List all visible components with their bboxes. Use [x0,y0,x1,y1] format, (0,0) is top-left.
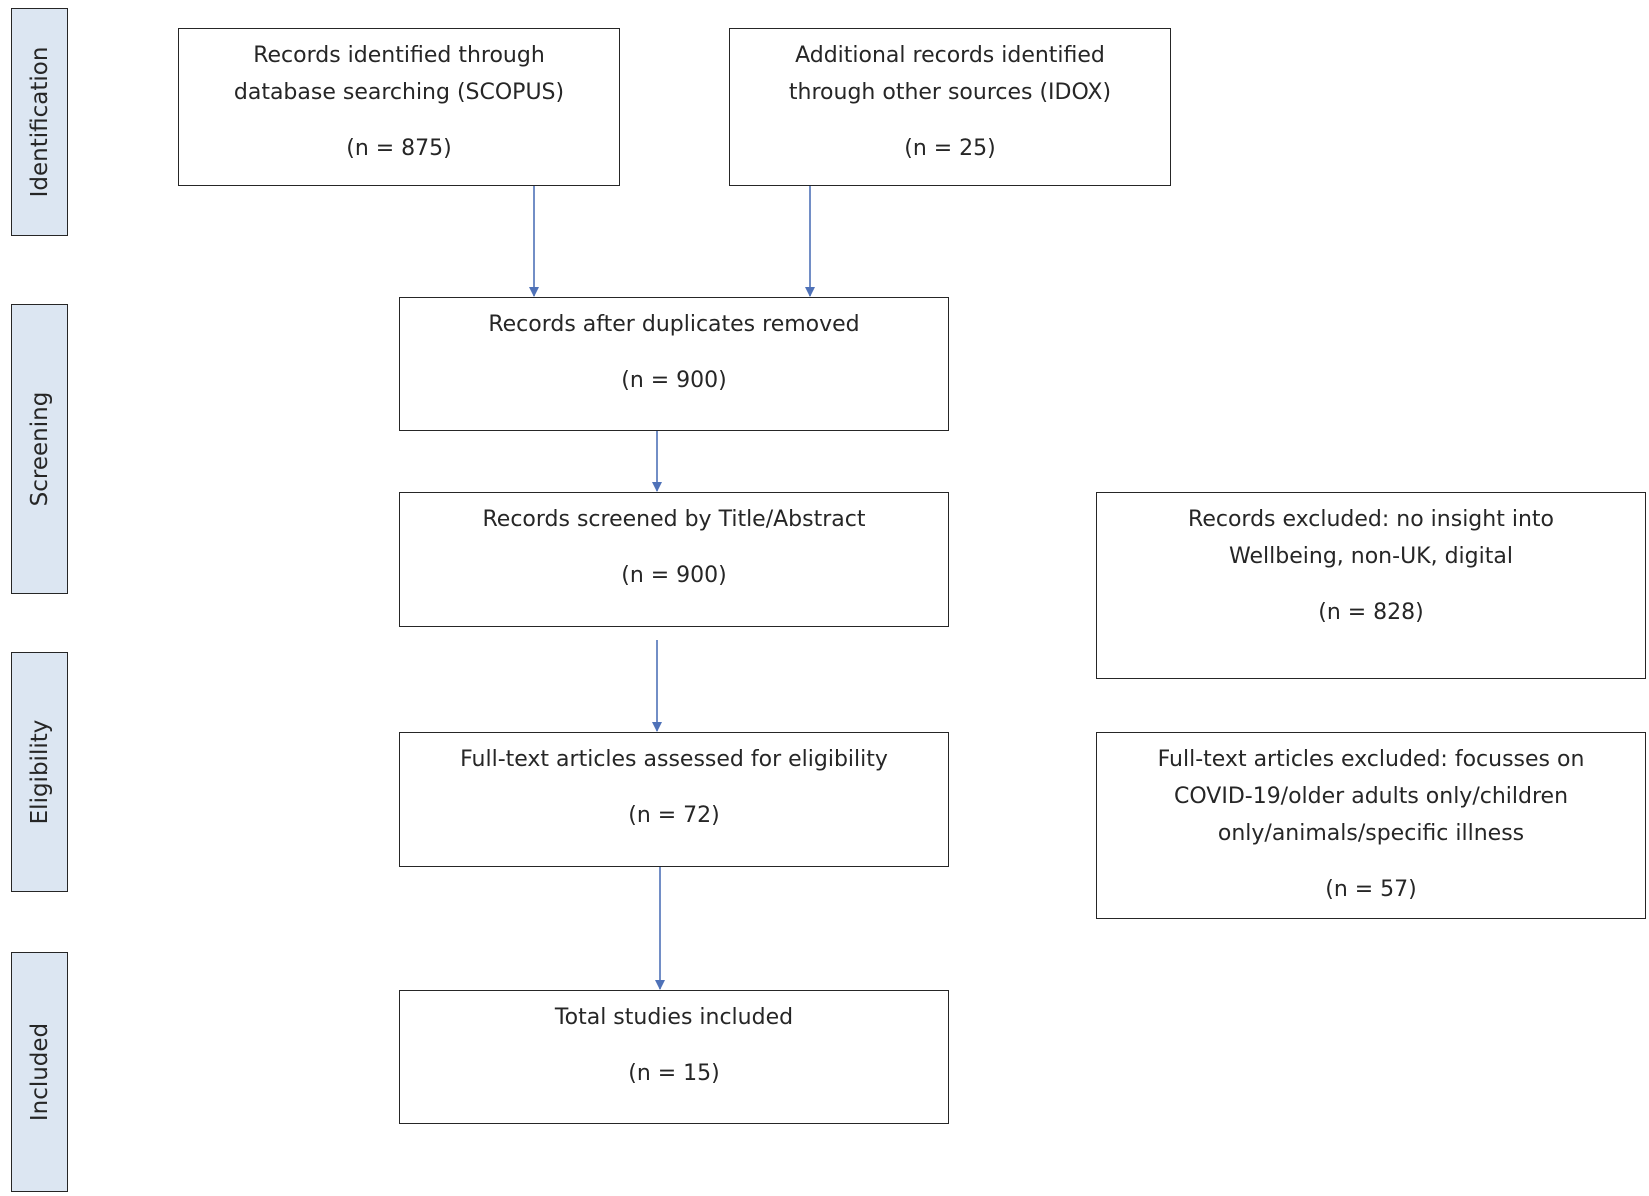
screened-text: Records screened by Title/Abstract [482,507,866,532]
database-search-count: (n = 875) [346,136,452,161]
included-total-count: (n = 15) [628,1061,720,1086]
box-full-text-assessed: Full-text articles assessed for eligibil… [399,732,949,867]
full-text-assessed-text: Full-text articles assessed for eligibil… [460,747,888,772]
full-text-excluded-text: Full-text articles excluded: focusses on… [1157,747,1585,846]
screened-count: (n = 900) [621,563,727,588]
box-database-search: Records identified through database sear… [178,28,620,186]
box-excluded-screening: Records excluded: no insight into Wellbe… [1096,492,1646,679]
full-text-excluded-count: (n = 57) [1325,877,1417,902]
other-sources-text: Additional records identified through ot… [788,43,1112,105]
stage-identification: Identification [11,8,68,236]
excluded-screening-text: Records excluded: no insight into Wellbe… [1188,507,1554,569]
after-duplicates-text: Records after duplicates removed [488,312,860,337]
database-search-text: Records identified through database sear… [233,43,565,105]
stage-included: Included [11,952,68,1192]
stage-eligibility: Eligibility [11,652,68,892]
included-total-text: Total studies included [554,1005,794,1030]
box-other-sources: Additional records identified through ot… [729,28,1171,186]
box-after-duplicates: Records after duplicates removed (n = 90… [399,297,949,431]
box-included-total: Total studies included (n = 15) [399,990,949,1124]
after-duplicates-count: (n = 900) [621,368,727,393]
full-text-assessed-count: (n = 72) [628,803,720,828]
excluded-screening-count: (n = 828) [1318,600,1424,625]
box-full-text-excluded: Full-text articles excluded: focusses on… [1096,732,1646,919]
stage-screening: Screening [11,304,68,594]
box-screened: Records screened by Title/Abstract (n = … [399,492,949,627]
other-sources-count: (n = 25) [904,136,996,161]
